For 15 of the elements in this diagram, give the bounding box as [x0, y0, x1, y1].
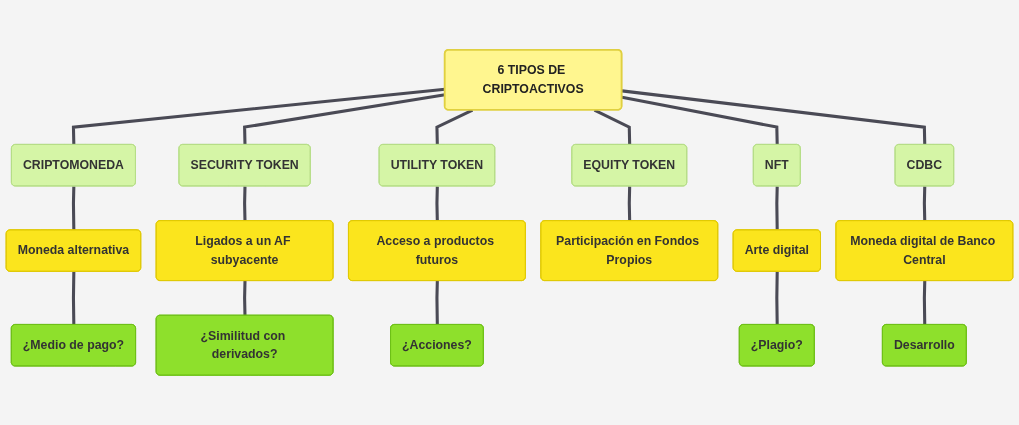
connector: [435, 280, 439, 325]
connector: [71, 271, 76, 325]
connector: [775, 271, 779, 325]
connector: [593, 108, 632, 145]
connector: [922, 186, 927, 221]
connector: [71, 186, 76, 231]
connector: [775, 186, 779, 231]
connector: [621, 95, 779, 145]
connector: [922, 280, 927, 325]
connector: [627, 186, 632, 221]
connector: [435, 108, 474, 145]
connector: [435, 186, 439, 221]
connector: [243, 186, 247, 221]
connector: [243, 280, 247, 316]
connector: [621, 89, 927, 145]
